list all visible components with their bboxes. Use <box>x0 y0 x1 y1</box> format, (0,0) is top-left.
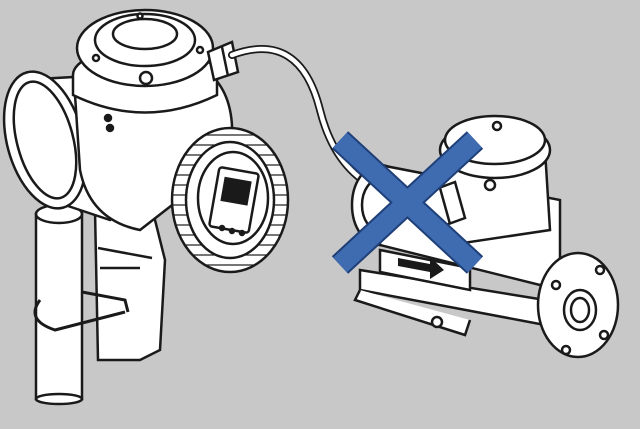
mounting-bracket <box>33 198 167 362</box>
flowmeter-transmitter-icon <box>2 8 290 274</box>
flowmeter-sensor-icon <box>350 114 620 359</box>
flow-direction-arrow-icon <box>398 257 444 279</box>
prohibited-cross-icon <box>331 131 484 274</box>
mounting-pipe-icon <box>34 203 84 406</box>
